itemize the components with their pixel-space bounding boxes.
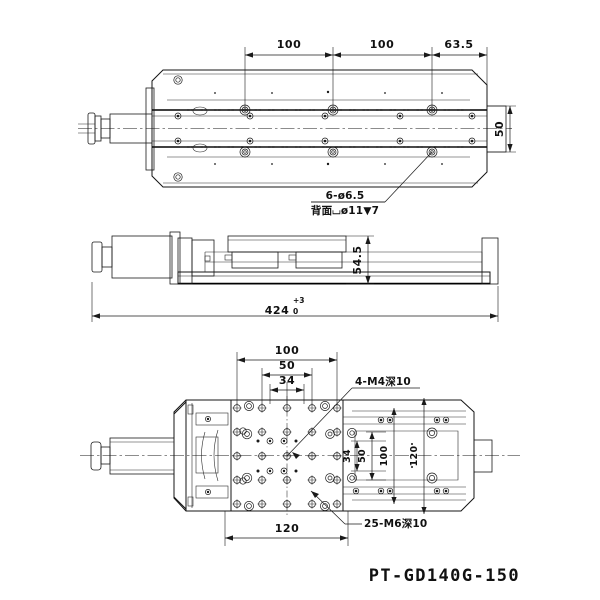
bottom-view-m6-hole-grid	[232, 403, 342, 509]
motor-hub	[87, 112, 96, 145]
bottom-dim-50-h: 50	[279, 359, 295, 372]
bottom-view-housing-tab-bottom	[187, 496, 194, 507]
bottom-view-right-end-cap	[473, 439, 493, 473]
top-view-dimension-50: 50	[487, 105, 516, 153]
bottom-view-paired-holes	[239, 427, 335, 485]
front-view-motor-flange	[169, 231, 181, 285]
front-view-carriage-plate	[227, 235, 347, 253]
bottom-view-callout-m4: 4-M4深10	[286, 375, 420, 459]
bottom-view-motor-chamfer-bottom	[173, 496, 187, 510]
bottom-dim-100-h: 100	[275, 344, 299, 357]
front-dim-54-5: 54.5	[351, 245, 364, 274]
part-number-title: PT-GD140G-150	[368, 566, 520, 586]
bottom-view-left-pocket	[195, 436, 219, 474]
bottom-dim-120-v: 120	[409, 446, 420, 467]
bottom-view-motor-body	[109, 437, 175, 475]
front-view-tab-left	[224, 254, 233, 261]
bottom-view-dimension-120-h: 120	[224, 511, 349, 546]
bottom-dim-120-h: 120	[275, 522, 299, 535]
front-view-motor-cap	[91, 241, 103, 273]
top-view-corner-fasteners	[173, 75, 183, 182]
top-view-hole-callout: 6-ø6.5 背面⌴ø11▼7	[311, 151, 433, 217]
bottom-view-motor-cap	[90, 441, 102, 471]
bottom-dim-34-h: 34	[279, 374, 295, 387]
top-view-screw-row-lower	[174, 137, 476, 145]
callout-6-phi6-5: 6-ø6.5	[326, 190, 365, 202]
front-view-right-end-plate	[481, 237, 499, 285]
front-view-motor-rear-shaft	[101, 246, 113, 268]
front-view-motor-body	[111, 235, 173, 279]
top-view-slot-features	[192, 106, 208, 153]
bottom-view-right-screws	[347, 416, 450, 495]
top-dim-100-a: 100	[277, 38, 301, 51]
bottom-view-dimension-set-vertical: 34 50 100 120	[342, 398, 427, 514]
top-view-tiny-marks	[214, 90, 443, 166]
callout-25-m6-depth-10: 25-M6深10	[364, 517, 427, 530]
front-dim-424-tol-upper: +3	[293, 296, 305, 305]
front-view-bearing-housing	[191, 239, 215, 277]
top-view-body-outline	[151, 69, 488, 188]
front-view-tab-right	[288, 254, 297, 261]
front-view-bearing-detail	[204, 255, 211, 262]
bottom-view-callout-m6: 25-M6深10	[310, 490, 427, 530]
bottom-view-curve-left-2	[213, 429, 219, 482]
top-view-screw-row-upper	[174, 112, 476, 120]
front-view-base-rail	[177, 271, 491, 285]
bottom-dim-100-v: 100	[379, 446, 390, 467]
front-view-carriage-block-left	[231, 251, 279, 269]
front-dim-424-tol-lower: 0	[293, 307, 298, 316]
bottom-view-dimension-set-top: 100 50 34	[236, 344, 338, 404]
top-view-mounting-holes	[239, 104, 438, 158]
front-dim-424: 424	[265, 304, 289, 317]
bottom-view: 100 50 34	[80, 344, 520, 546]
bottom-view-m4-holes	[244, 401, 330, 511]
front-view-dimension-overall: 424 +3 0	[91, 282, 499, 322]
top-dim-63-5: 63.5	[444, 38, 473, 51]
bottom-view-motor-assembly	[90, 401, 187, 510]
bottom-view-housing-tab-top	[187, 404, 194, 415]
bottom-dim-34-v: 34	[342, 449, 353, 463]
top-view: 100 100 63.5 50 6-ø6.5 背面⌴ø11▼7	[78, 38, 516, 217]
front-view: 54.5 424 +3 0	[91, 231, 499, 322]
bottom-dim-50-v: 50	[357, 449, 368, 463]
top-dim-50: 50	[493, 121, 506, 137]
top-view-motor-assembly	[78, 87, 155, 171]
motor-mount-flange	[145, 87, 155, 171]
callout-4-m4-depth-10: 4-M4深10	[355, 375, 411, 388]
top-dim-100-b: 100	[370, 38, 394, 51]
bottom-view-motor-chamfer-top	[173, 401, 187, 415]
top-view-dimension-set-horizontal: 100 100 63.5	[244, 38, 488, 108]
front-view-dimension-54-5: 54.5	[346, 235, 374, 285]
bottom-view-left-rect-top	[195, 412, 229, 426]
callout-backside-counterbore: 背面⌴ø11▼7	[311, 204, 379, 217]
bottom-view-left-rect-bottom	[195, 485, 229, 499]
front-view-carriage-block-right	[295, 251, 343, 269]
